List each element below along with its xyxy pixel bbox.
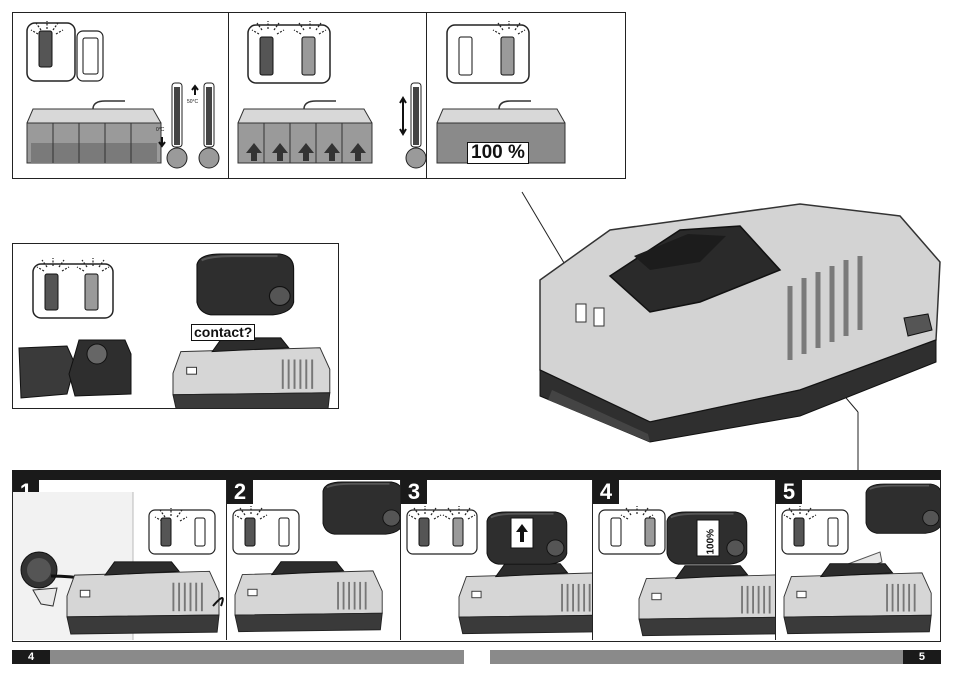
- step-3-illustration: [401, 480, 592, 640]
- page-bar-right: 5: [490, 650, 941, 664]
- full-charge-label: 100 %: [467, 142, 529, 164]
- steps-top-bar: [12, 470, 941, 480]
- page-bar-left: 4: [12, 650, 464, 664]
- led-status-panel: 0°C 50°C 100 %: [12, 12, 626, 179]
- step-5-illustration: [776, 480, 940, 640]
- temp-low-label: 0°C: [156, 127, 164, 133]
- charging-illustration: [228, 13, 426, 178]
- contact-check-label: contact?: [191, 324, 255, 341]
- step-1-illustration: [13, 480, 226, 640]
- battery-full-label: 100%: [706, 521, 717, 555]
- charger-main-illustration: [500, 190, 950, 480]
- temp-high-label: 50°C: [187, 99, 198, 105]
- page-number-right: 5: [919, 650, 925, 664]
- steps-strip: 1 2 3 4: [12, 480, 941, 642]
- fault-illustration: [13, 244, 338, 408]
- step-4-illustration: [593, 480, 775, 640]
- page-number-left: 4: [28, 650, 34, 664]
- fault-panel: contact?: [12, 243, 339, 409]
- temperature-fault-illustration: [13, 13, 228, 178]
- step-2-illustration: [227, 480, 400, 640]
